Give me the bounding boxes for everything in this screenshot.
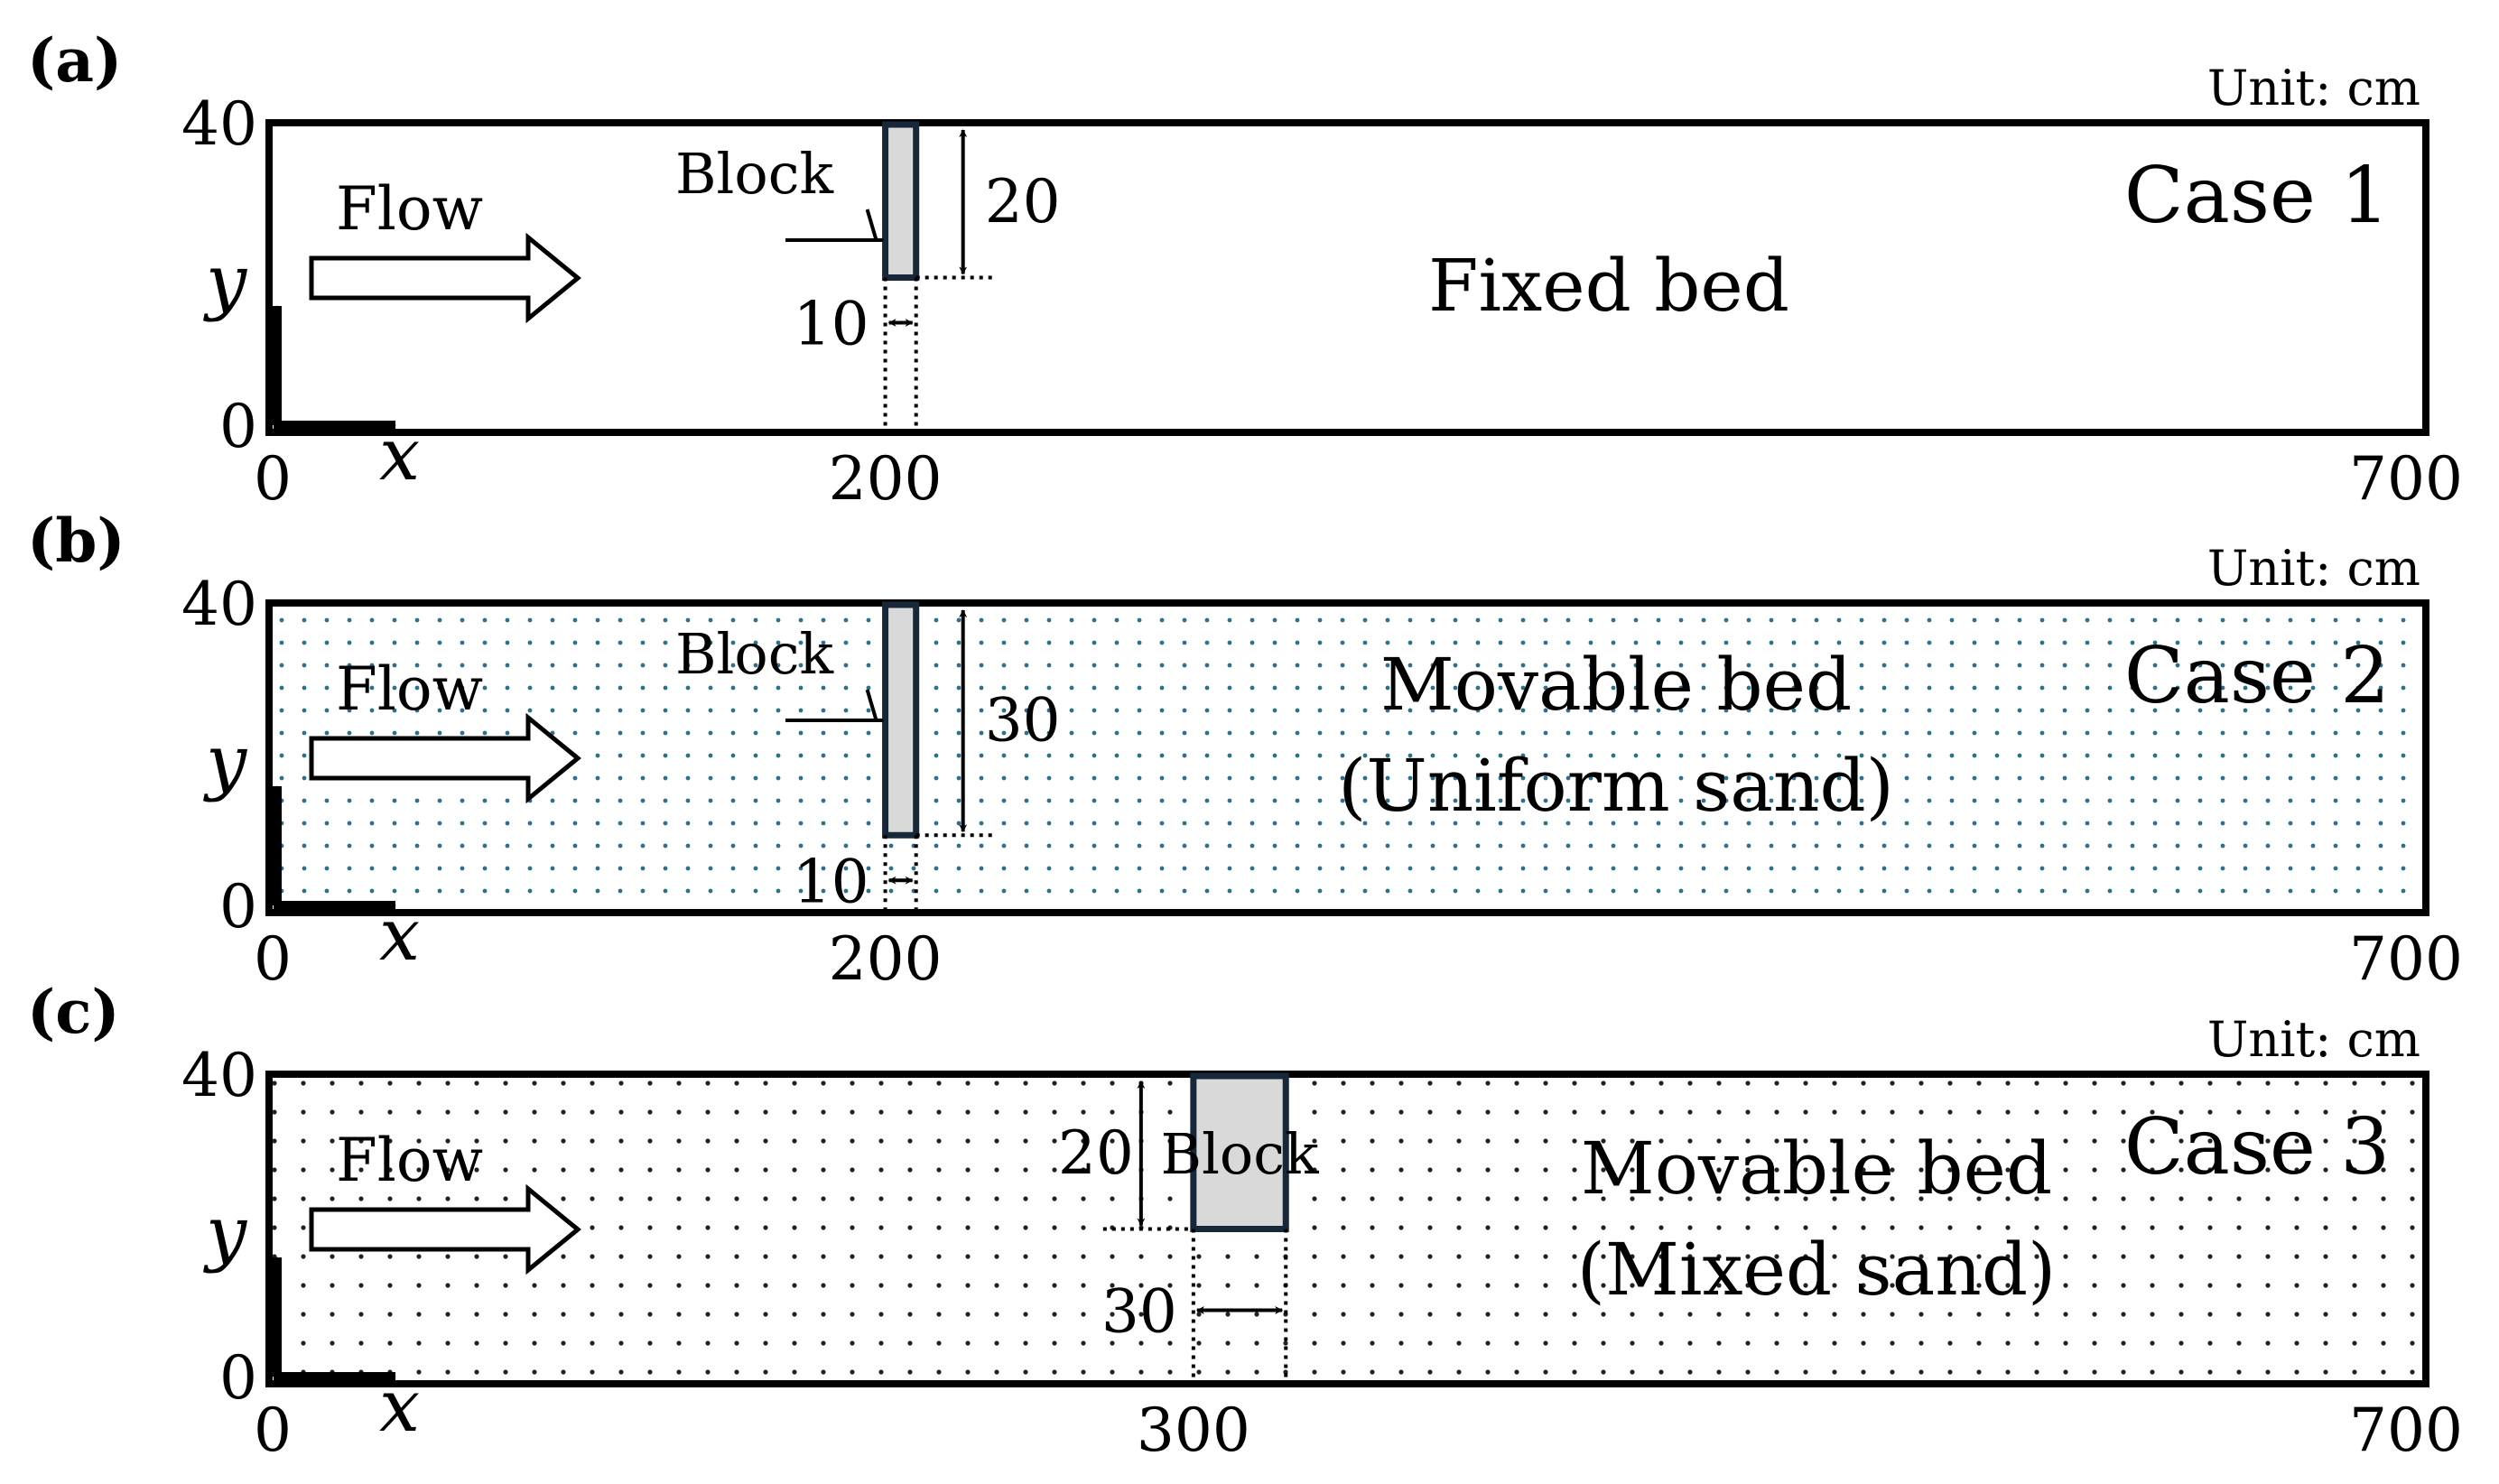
flow-arrow: [309, 1183, 581, 1275]
x-tick-700: 700: [2349, 1396, 2463, 1465]
x-tick-0: 0: [254, 1396, 292, 1465]
y-tick-0: 0: [219, 872, 257, 941]
length-value: 10: [794, 290, 869, 359]
unit-label: Unit: cm: [2207, 60, 2420, 116]
block-label: Block: [675, 621, 833, 687]
unit-label: Unit: cm: [2207, 540, 2420, 597]
flow-label: Flow: [336, 654, 483, 724]
block: [882, 121, 920, 281]
flow-arrow: [309, 712, 581, 804]
flow-label: Flow: [336, 1126, 483, 1195]
y-tick-0: 0: [219, 1343, 257, 1413]
channel-frame: [265, 119, 2429, 436]
x-axis-label: x: [379, 1364, 420, 1448]
x-tick-700: 700: [2349, 444, 2463, 514]
x-axis-label: x: [379, 893, 420, 977]
length-value: 30: [1101, 1277, 1177, 1347]
block: [1190, 1072, 1289, 1232]
width-value: 30: [985, 686, 1061, 756]
flow-label: Flow: [336, 174, 483, 244]
x-tick-0: 0: [254, 924, 292, 994]
case-label: Case 1: [2124, 151, 2390, 241]
block: [882, 601, 920, 839]
case-label: Case 2: [2124, 631, 2390, 721]
x-tick-700: 700: [2349, 924, 2463, 994]
bed-label: Movable bed: [1380, 643, 1852, 727]
width-value: 20: [1058, 1118, 1134, 1188]
x-tick-block: 300: [1137, 1396, 1250, 1465]
y-tick-40: 40: [181, 1041, 257, 1110]
panel-a: Block 20 10 Flow y x 0 40 0 200 700 (a) Unit: cm Case…: [27, 25, 2463, 514]
y-tick-40: 40: [181, 570, 257, 639]
panel-label: (b): [27, 505, 125, 576]
bed-label: Fixed bed: [1428, 244, 1789, 328]
unit-label: Unit: cm: [2207, 1011, 2420, 1068]
block-label: Block: [675, 141, 833, 207]
panel-b: Block 30 10 Flow y x 0 40 0 200 700 (b) Unit: cm Case…: [27, 505, 2463, 994]
panel-c: Block 20 30 Flow y x 0 40 0 300 700 (c) Unit: cm Case…: [27, 977, 2463, 1465]
y-axis-label: y: [203, 719, 248, 803]
bed-label: Movable bed: [1581, 1127, 2052, 1210]
y-tick-40: 40: [181, 89, 257, 159]
y-axis-label: y: [203, 239, 248, 323]
flow-arrow: [309, 232, 581, 324]
bed-sublabel: (Mixed sand): [1577, 1228, 2057, 1312]
channel-frame: [265, 1071, 2429, 1387]
x-tick-0: 0: [254, 444, 292, 514]
block-label: Block: [1161, 1121, 1319, 1187]
panel-label: (a): [27, 25, 122, 96]
y-axis-label: y: [203, 1191, 248, 1275]
y-tick-0: 0: [219, 392, 257, 461]
width-value: 20: [985, 167, 1061, 237]
case-label: Case 3: [2124, 1102, 2390, 1192]
panel-label: (c): [27, 977, 120, 1047]
x-axis-label: x: [379, 413, 420, 496]
bed-sublabel: (Uniform sand): [1338, 744, 1894, 828]
channel-frame: [265, 599, 2429, 916]
length-value: 10: [794, 847, 869, 916]
x-tick-block: 200: [829, 924, 943, 994]
x-tick-block: 200: [829, 444, 943, 514]
